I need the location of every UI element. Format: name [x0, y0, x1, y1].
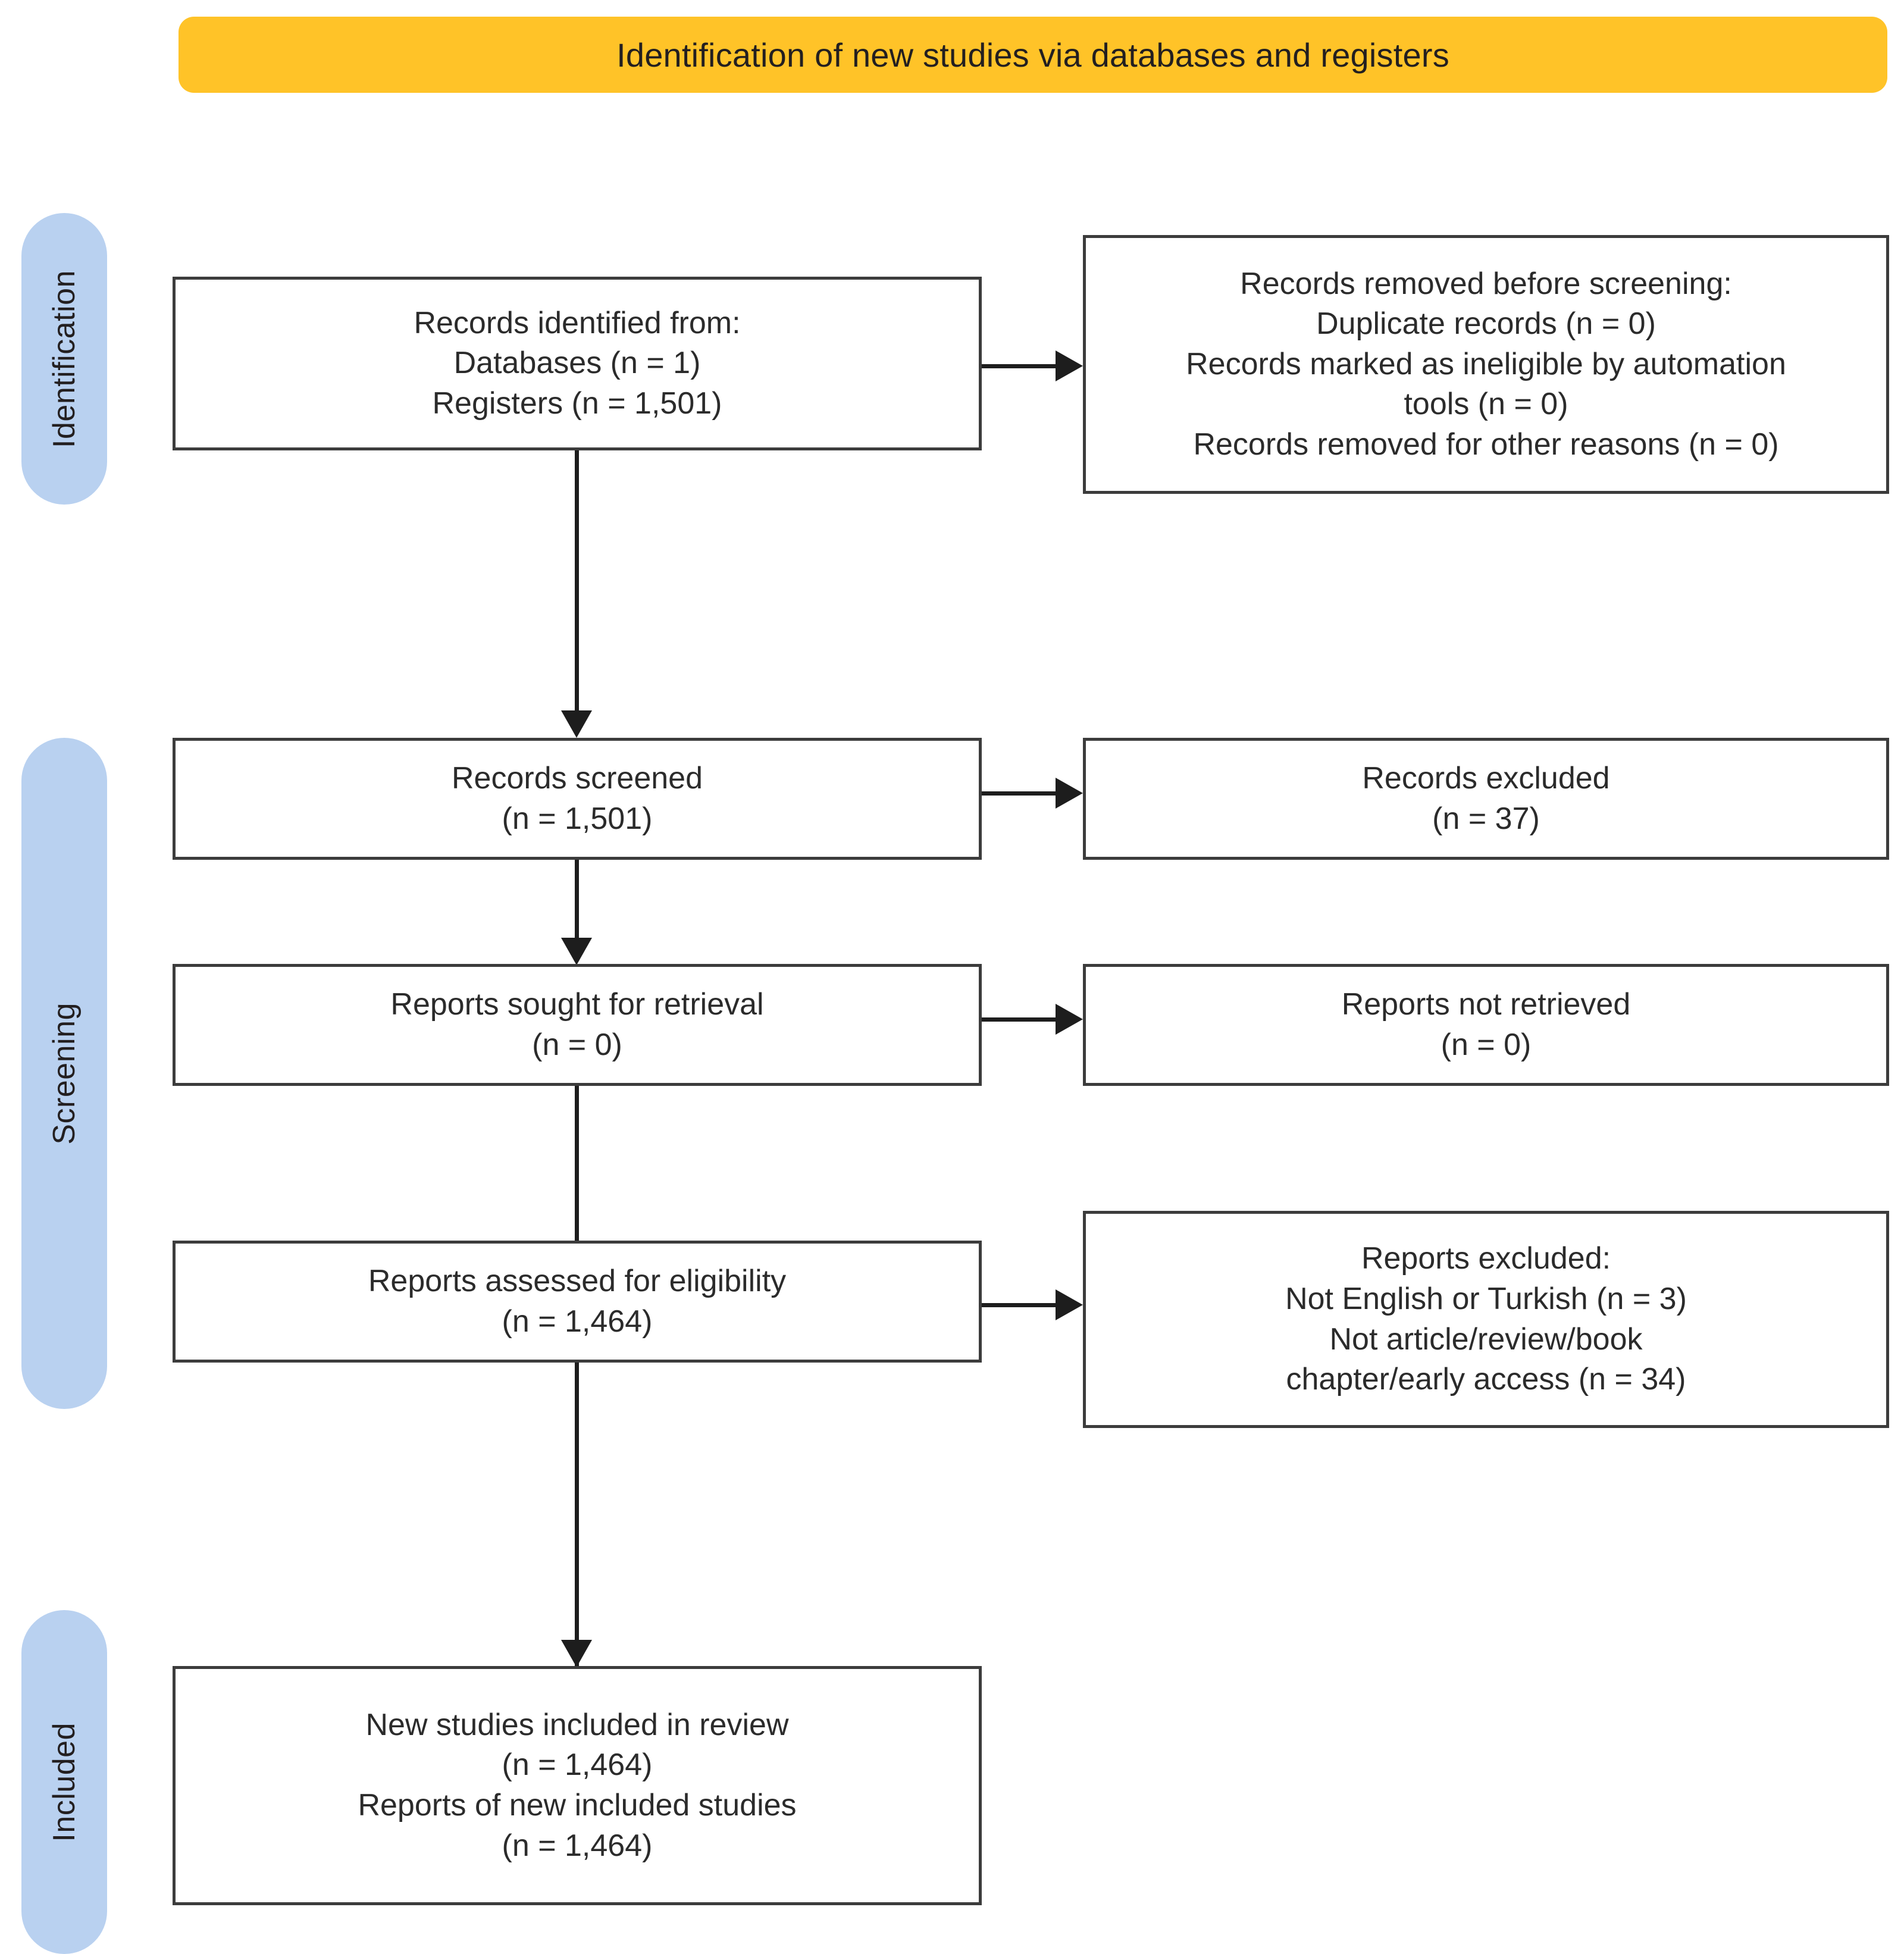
banner-title: Identification of new studies via databa… — [616, 36, 1449, 74]
stage-label-identification: Identification — [47, 270, 82, 448]
box-records-screened: Records screened (n = 1,501) — [173, 738, 982, 860]
stage-pill-screening: Screening — [21, 738, 107, 1409]
box-records-removed-before-screening: Records removed before screening: Duplic… — [1083, 235, 1889, 494]
box-records-screened-text: Records screened (n = 1,501) — [452, 760, 703, 836]
box-records-excluded-text: Records excluded (n = 37) — [1362, 760, 1610, 836]
stage-label-included: Included — [47, 1722, 82, 1842]
box-records-excluded: Records excluded (n = 37) — [1083, 738, 1889, 860]
connector-screened-to-sought-arrowhead — [561, 938, 592, 965]
connector-screened-to-excluded-line — [981, 791, 1070, 796]
stage-label-screening: Screening — [47, 1002, 82, 1145]
box-reports-not-retrieved-text: Reports not retrieved (n = 0) — [1341, 987, 1631, 1062]
connector-assessed-to-included-line — [575, 1363, 579, 1666]
box-new-studies-included-text: New studies included in review (n = 1,46… — [358, 1707, 797, 1863]
box-reports-excluded: Reports excluded: Not English or Turkish… — [1083, 1211, 1889, 1428]
connector-identified-to-screened-line — [575, 450, 579, 724]
stage-pill-included: Included — [21, 1610, 107, 1954]
box-reports-assessed-for-eligibility: Reports assessed for eligibility (n = 1,… — [173, 1241, 982, 1363]
box-records-identified-text: Records identified from: Databases (n = … — [414, 305, 741, 421]
connector-screened-to-excluded-arrowhead — [1056, 778, 1083, 809]
box-new-studies-included: New studies included in review (n = 1,46… — [173, 1666, 982, 1905]
box-records-removed-before-screening-text: Records removed before screening: Duplic… — [1186, 266, 1786, 462]
connector-identified-to-removed-arrowhead — [1056, 350, 1083, 381]
connector-sought-to-not-retrieved-arrowhead — [1056, 1004, 1083, 1035]
box-reports-sought-for-retrieval: Reports sought for retrieval (n = 0) — [173, 964, 982, 1086]
box-reports-not-retrieved: Reports not retrieved (n = 0) — [1083, 964, 1889, 1086]
identification-banner: Identification of new studies via databa… — [178, 17, 1887, 93]
box-records-identified: Records identified from: Databases (n = … — [173, 277, 982, 450]
connector-assessed-to-included-arrowhead — [561, 1640, 592, 1667]
connector-identified-to-removed-line — [981, 364, 1070, 368]
box-reports-excluded-text: Reports excluded: Not English or Turkish… — [1285, 1241, 1687, 1397]
connector-identified-to-screened-arrowhead — [561, 710, 592, 738]
connector-assessed-to-reports-excluded-line — [981, 1303, 1070, 1307]
connector-sought-to-not-retrieved-line — [981, 1017, 1070, 1022]
box-reports-sought-for-retrieval-text: Reports sought for retrieval (n = 0) — [390, 987, 764, 1062]
connector-sought-to-assessed-line — [575, 1085, 579, 1269]
stage-pill-identification: Identification — [21, 213, 107, 505]
connector-assessed-to-reports-excluded-arrowhead — [1056, 1289, 1083, 1320]
box-reports-assessed-for-eligibility-text: Reports assessed for eligibility (n = 1,… — [368, 1263, 787, 1339]
connector-screened-to-sought-line — [575, 859, 579, 951]
